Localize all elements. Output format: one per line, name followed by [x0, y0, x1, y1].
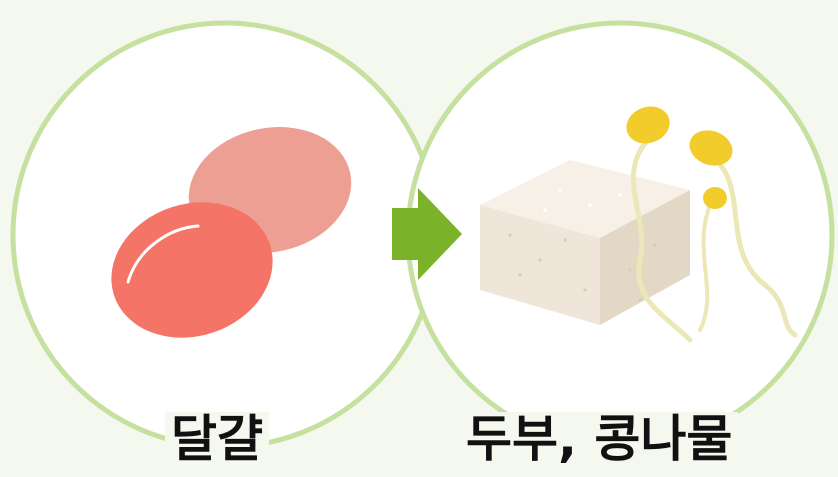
- bean-highlight: [126, 224, 200, 284]
- sprout-stem-2: [711, 155, 798, 338]
- tofu-top-speckles: [543, 188, 622, 212]
- front-bean: [111, 202, 273, 338]
- sprout-stem-1: [631, 137, 693, 343]
- sprout-head-3: [703, 187, 727, 209]
- sprout-head-1: [626, 106, 670, 144]
- arrow-right-icon: [392, 188, 462, 280]
- beans-icon: [111, 127, 352, 338]
- tofu-top: [480, 160, 690, 238]
- tofu-bean-sprouts-icon: [480, 106, 798, 343]
- sprout-stem-3: [698, 198, 714, 332]
- sprout-head-2: [689, 130, 733, 166]
- tofu-bean-sprouts-label: 두부, 콩나물: [460, 412, 739, 466]
- egg-label: 달걀: [165, 412, 269, 466]
- tofu-speckles: [508, 233, 657, 302]
- tofu-side: [600, 190, 690, 325]
